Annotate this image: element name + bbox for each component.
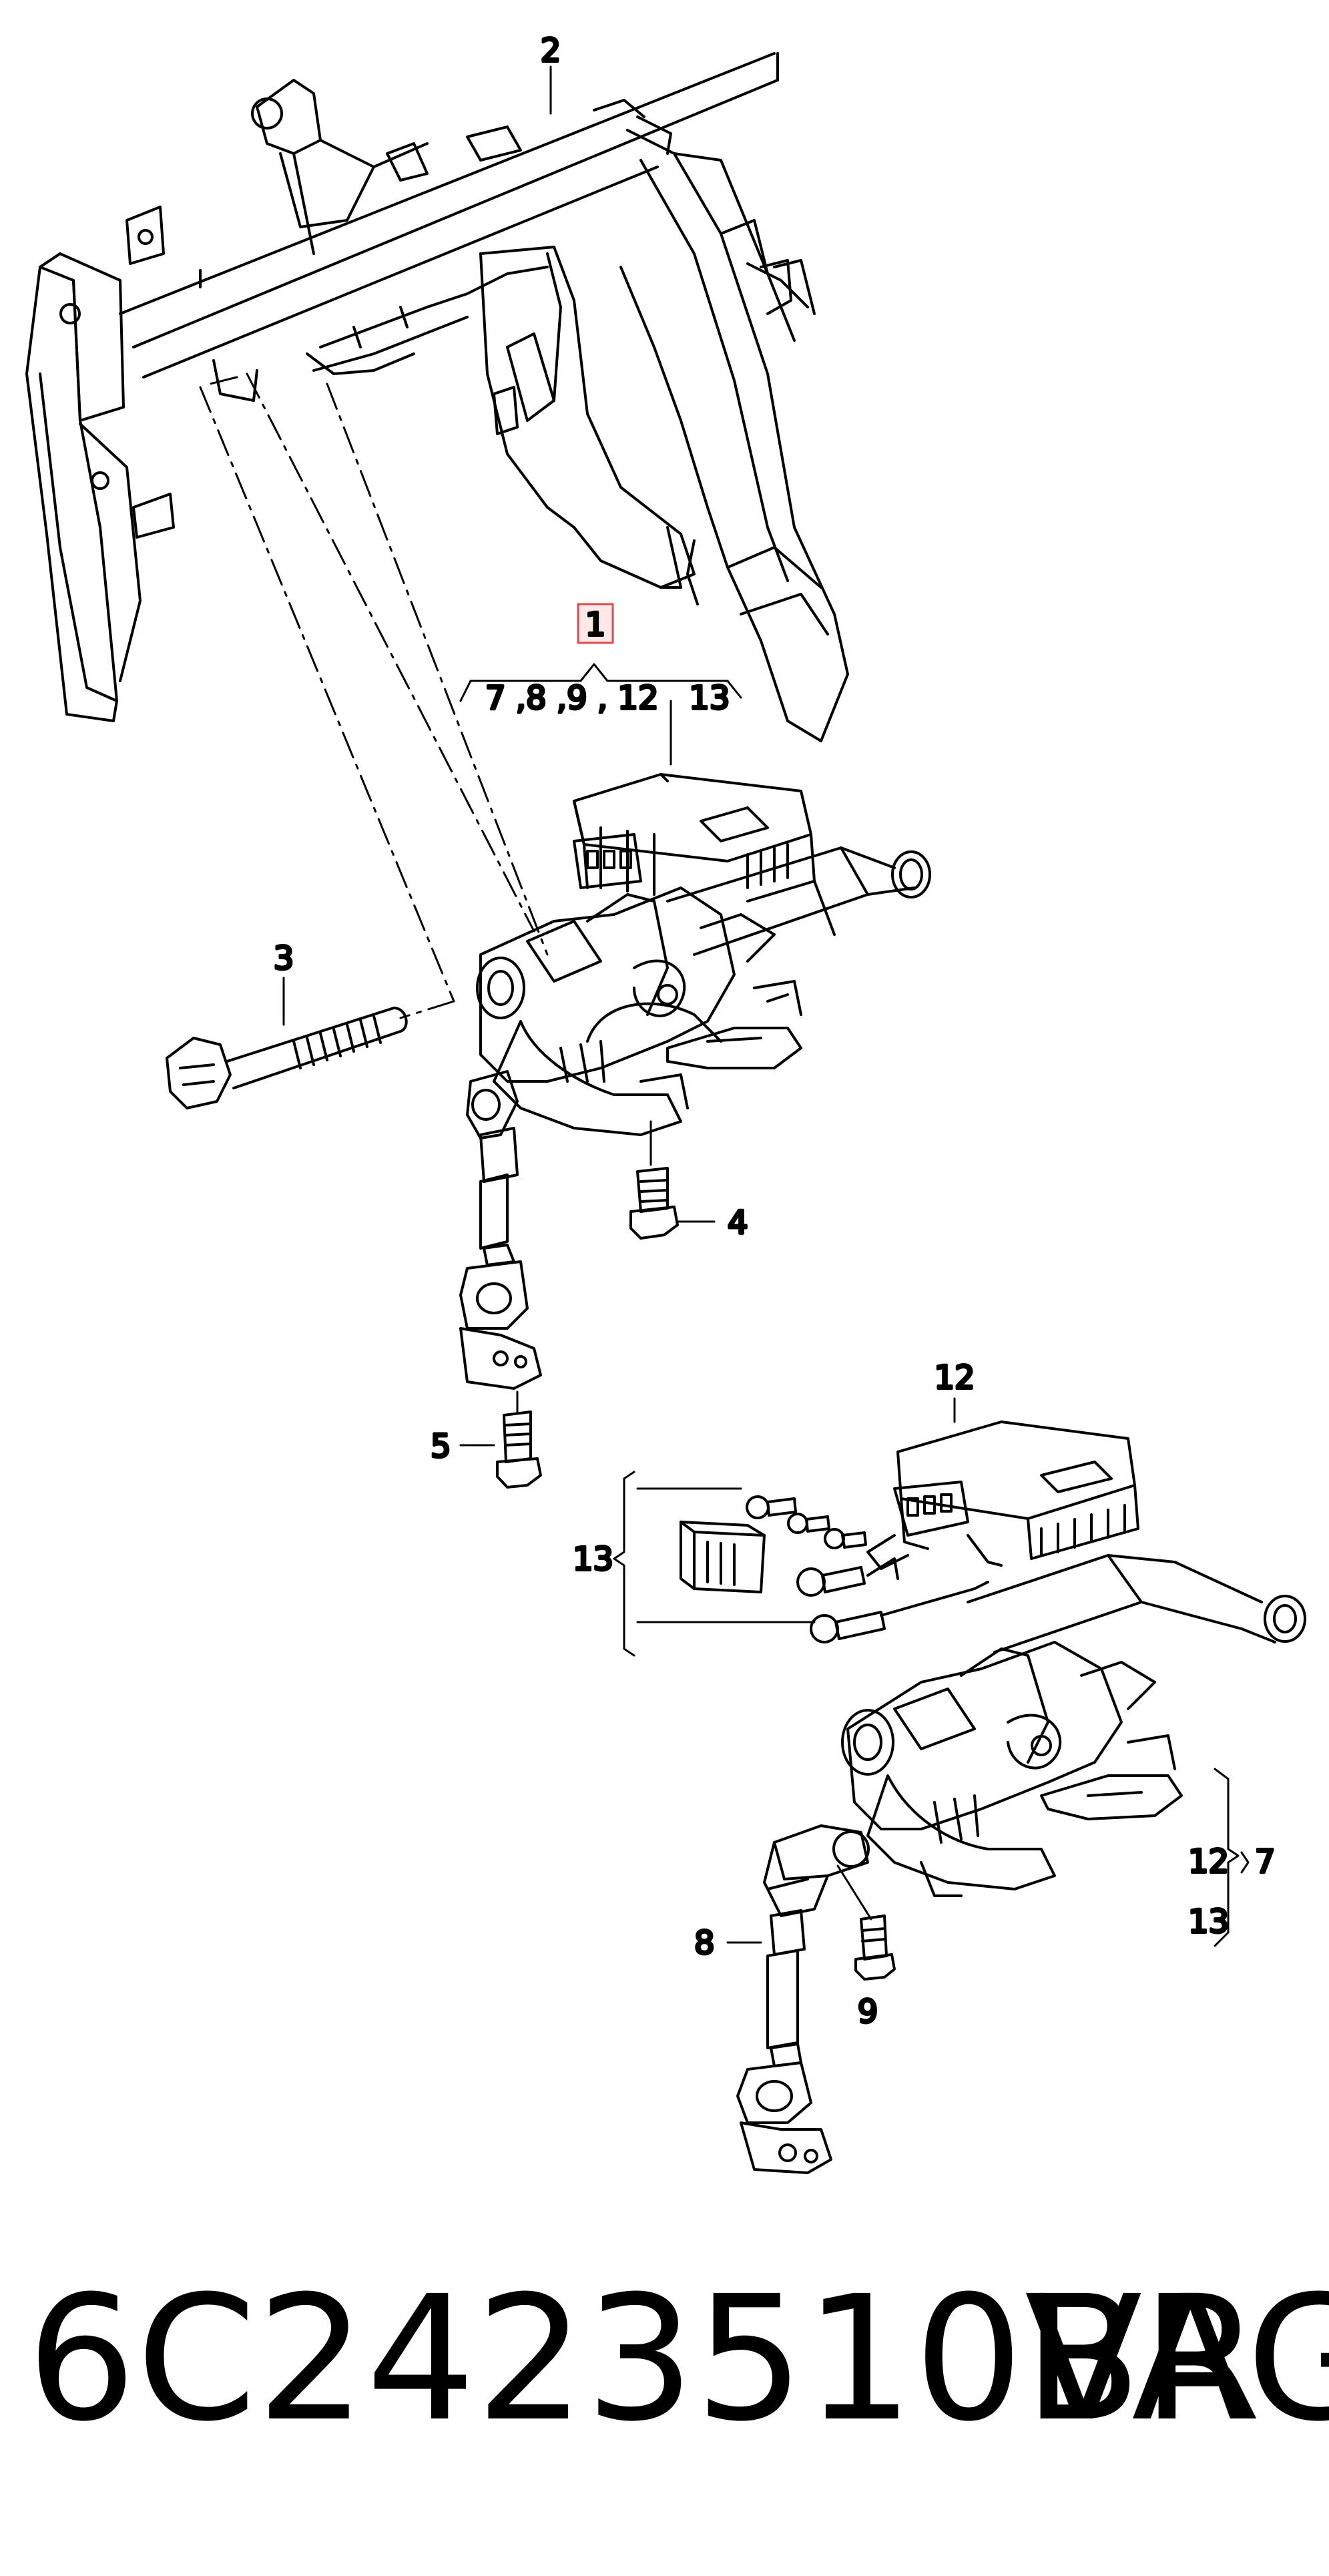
- callout-1-group: 7 ,8 ,9 , 12 13: [485, 680, 730, 717]
- callout-5: 5: [431, 1428, 451, 1465]
- part-number: 6C2423510BR: [27, 2259, 1262, 2459]
- callout-13-left: 13: [573, 1541, 613, 1578]
- assembly-guide-lines: [199, 372, 549, 1019]
- callout-2: 2: [541, 32, 561, 69]
- bolt-4-illustration: [629, 1120, 679, 1240]
- callout-3: 3: [274, 940, 294, 977]
- control-unit-12-illustration: [866, 1421, 1139, 1570]
- callout-7: 7: [1255, 1843, 1276, 1880]
- callout-13-right: 13: [1188, 1903, 1229, 1941]
- cross-member-illustration: [25, 52, 849, 742]
- callout-1-highlight-box: [577, 603, 614, 644]
- callout-1-bracket: [459, 663, 742, 766]
- brand-label: VAG: [1025, 2259, 1329, 2459]
- callout-1: 1: [585, 606, 606, 643]
- steering-column-illustration: [459, 773, 931, 1390]
- bolt-3-illustration: [166, 1007, 408, 1109]
- callout-12-top: 12: [934, 1359, 975, 1396]
- callout-8: 8: [694, 1924, 715, 1962]
- callout-4: 4: [728, 1204, 748, 1242]
- callout-9: 9: [858, 1993, 878, 2031]
- callout-12-right: 12: [1188, 1843, 1229, 1880]
- bolt-5-illustration: [496, 1390, 542, 1489]
- fastener-kit-13-illustration: [613, 1471, 989, 1657]
- callout-7-bracket: [1214, 1768, 1250, 1947]
- steering-column-lower-illustration: [736, 1554, 1306, 2174]
